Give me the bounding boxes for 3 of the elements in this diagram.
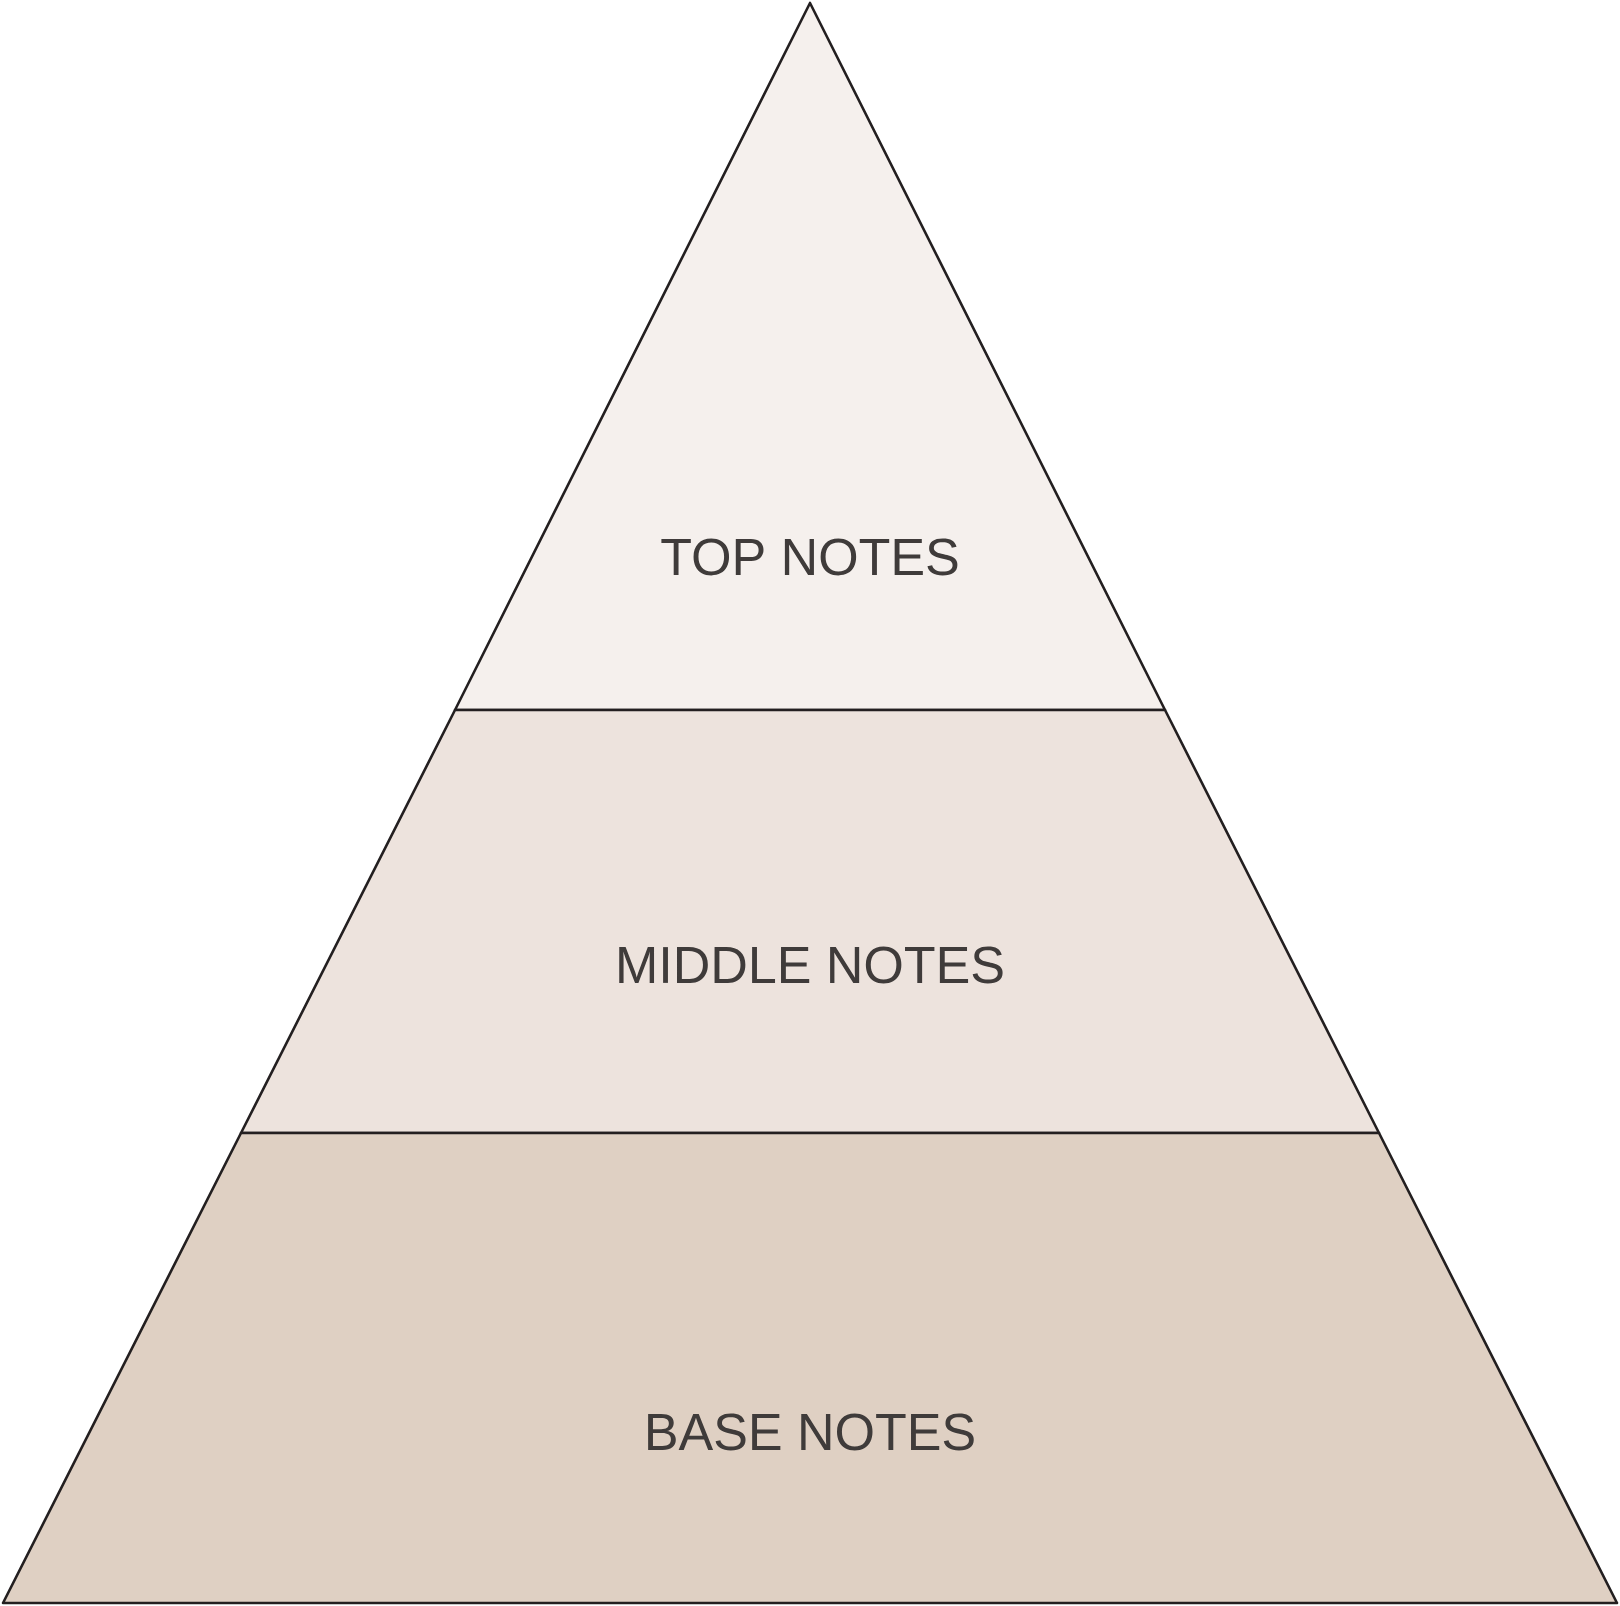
pyramid-tier: BASE NOTES: [1, 1131, 1619, 1605]
pyramid-tier: MIDDLE NOTES: [239, 708, 1381, 1135]
pyramid-tier: TOP NOTES: [453, 1, 1167, 712]
